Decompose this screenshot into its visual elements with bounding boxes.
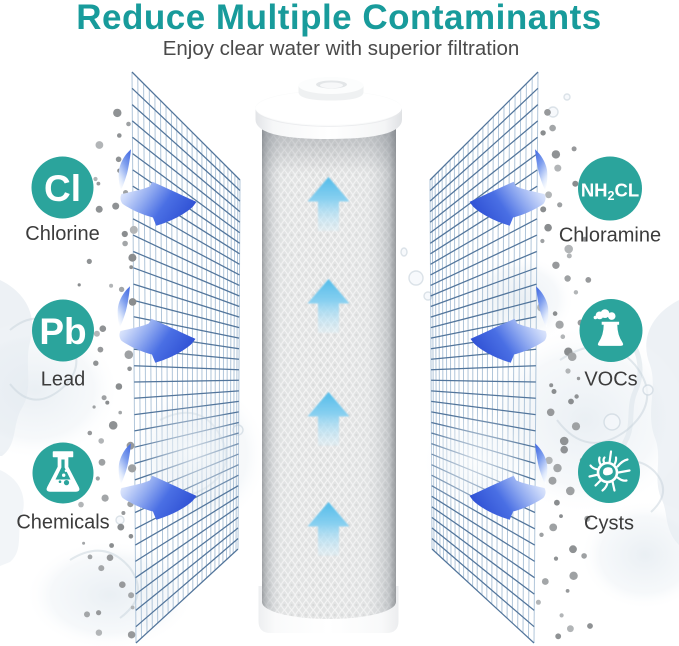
svg-text:Enjoy clear water with superio: Enjoy clear water with superior filtrati… [163, 37, 520, 60]
svg-text:Chlorine: Chlorine [25, 223, 99, 245]
svg-text:Chloramine: Chloramine [559, 225, 661, 247]
svg-text:Cl: Cl [44, 168, 81, 209]
svg-text:Reduce Multiple Contaminants: Reduce Multiple Contaminants [76, 0, 601, 37]
svg-text:VOCs: VOCs [584, 369, 637, 391]
svg-text:NH2CL: NH2CL [581, 180, 639, 204]
svg-text:Chemicals: Chemicals [16, 512, 109, 534]
svg-text:Cysts: Cysts [584, 513, 634, 535]
svg-text:Lead: Lead [41, 369, 86, 391]
svg-text:Pb: Pb [39, 311, 86, 352]
